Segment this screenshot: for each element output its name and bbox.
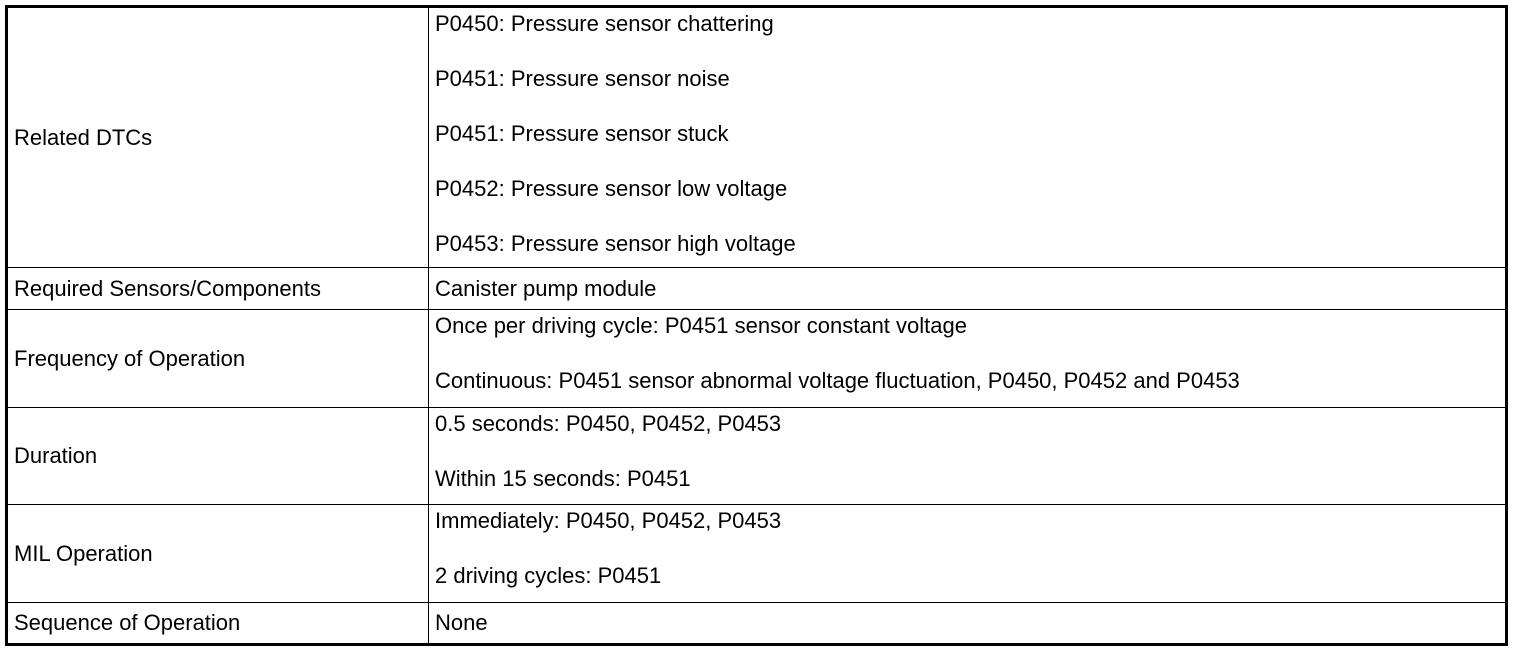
value-line: 0.5 seconds: P0450, P0452, P0453 <box>435 410 782 436</box>
value-line: Within 15 seconds: P0451 <box>435 465 691 491</box>
value-line: None <box>435 609 488 635</box>
table-row-frequency: Frequency of Operation Once per driving … <box>8 309 1505 408</box>
row-value-cell: P0450: Pressure sensor chattering P0451:… <box>428 8 1505 269</box>
value-line: Once per driving cycle: P0451 sensor con… <box>435 313 967 339</box>
dtc-line: P0451: Pressure sensor noise <box>435 66 730 91</box>
row-label: Required Sensors/Components <box>8 267 429 311</box>
table-row-related-dtcs: Related DTCs P0450: Pressure sensor chat… <box>8 8 1505 269</box>
row-label: Frequency of Operation <box>8 309 429 408</box>
table-row-mil-operation: MIL Operation Immediately: P0450, P0452,… <box>8 504 1505 603</box>
dtc-line: P0450: Pressure sensor chattering <box>435 11 774 36</box>
dtc-line: P0453: Pressure sensor high voltage <box>435 231 796 256</box>
table-row-required-sensors: Required Sensors/Components Canister pum… <box>8 267 1505 311</box>
row-value-cell: 0.5 seconds: P0450, P0452, P0453 Within … <box>428 406 1505 506</box>
row-value-cell: Immediately: P0450, P0452, P0453 2 drivi… <box>428 504 1505 603</box>
table-row-duration: Duration 0.5 seconds: P0450, P0452, P045… <box>8 406 1505 506</box>
spec-table: Related DTCs P0450: Pressure sensor chat… <box>8 8 1505 643</box>
row-label: Related DTCs <box>8 8 429 269</box>
value-line: Immediately: P0450, P0452, P0453 <box>435 508 782 534</box>
row-value-cell: None <box>428 601 1505 643</box>
value-line: 2 driving cycles: P0451 <box>435 563 662 589</box>
monitor-description-table: Related DTCs P0450: Pressure sensor chat… <box>5 5 1508 646</box>
dtc-line: P0452: Pressure sensor low voltage <box>435 176 788 201</box>
value-line: Canister pump module <box>435 275 657 301</box>
row-value-cell: Once per driving cycle: P0451 sensor con… <box>428 309 1505 408</box>
dtc-line: P0451: Pressure sensor stuck <box>435 121 729 146</box>
value-line: Continuous: P0451 sensor abnormal voltag… <box>435 368 1240 394</box>
row-label: Duration <box>8 406 429 506</box>
row-value-cell: Canister pump module <box>428 267 1505 311</box>
table-row-sequence: Sequence of Operation None <box>8 601 1505 643</box>
row-label: Sequence of Operation <box>8 601 429 643</box>
row-label: MIL Operation <box>8 504 429 603</box>
